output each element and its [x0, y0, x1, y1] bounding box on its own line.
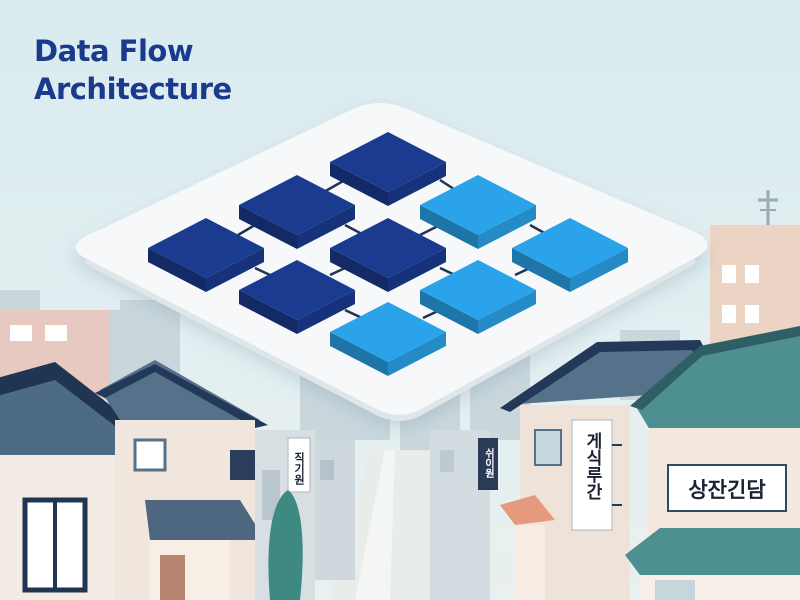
- data-block: [330, 302, 446, 376]
- sign-center-vertical: 쉬이원: [483, 447, 495, 478]
- page-title: Data Flow Architecture: [34, 32, 232, 108]
- left-buildings: [0, 310, 355, 600]
- data-block: [239, 175, 355, 249]
- data-block: [420, 175, 536, 249]
- title-line-2: Architecture: [34, 72, 232, 106]
- sign-labels: 직기원 쉬이원 게식루간 상잔긴담: [293, 432, 766, 502]
- data-block: [512, 218, 628, 292]
- data-block: [239, 260, 355, 334]
- sign-left-vertical: 직기원: [293, 451, 306, 485]
- data-block: [420, 260, 536, 334]
- data-block: [330, 132, 446, 206]
- sign-right-vertical: 게식루간: [582, 432, 602, 500]
- right-buildings: [430, 190, 800, 600]
- sign-right-horizontal: 상잔긴담: [688, 478, 765, 502]
- data-blocks: [148, 132, 628, 376]
- data-block: [330, 218, 446, 292]
- connector-lines: [237, 178, 549, 320]
- title-line-1: Data Flow: [34, 34, 194, 68]
- data-block: [148, 218, 264, 292]
